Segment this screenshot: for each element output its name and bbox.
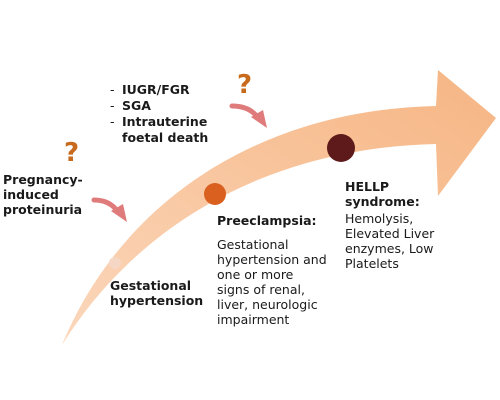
hellp-description: Hemolysis, Elevated Liver enzymes, Low P…	[345, 211, 435, 271]
big-curved-arrow-shape	[62, 70, 496, 345]
outcomes-list: IUGR/FGR SGA Intrauterine foetal death	[110, 82, 250, 146]
outcome-item: SGA	[110, 98, 250, 114]
hellp-title: HELLP syndrome:	[345, 179, 420, 209]
dot-preeclampsia	[204, 183, 226, 205]
curved-arrow-icon-head	[111, 204, 127, 222]
preeclampsia-description: Gestational hypertension and one or more…	[217, 237, 327, 327]
curved-arrow-icon-head	[251, 110, 267, 128]
preeclampsia-title: Preeclampsia:	[217, 213, 317, 228]
outcome-item: IUGR/FGR	[110, 82, 250, 98]
proteinuria-label: Pregnancy-induced proteinuria	[3, 172, 83, 217]
gestational-title: Gestational hypertension	[110, 278, 204, 308]
dot-gestational	[109, 257, 121, 269]
question-mark-icon: ?	[64, 138, 80, 168]
outcome-item: Intrauterine foetal death	[110, 114, 250, 146]
dot-hellp	[327, 134, 355, 162]
